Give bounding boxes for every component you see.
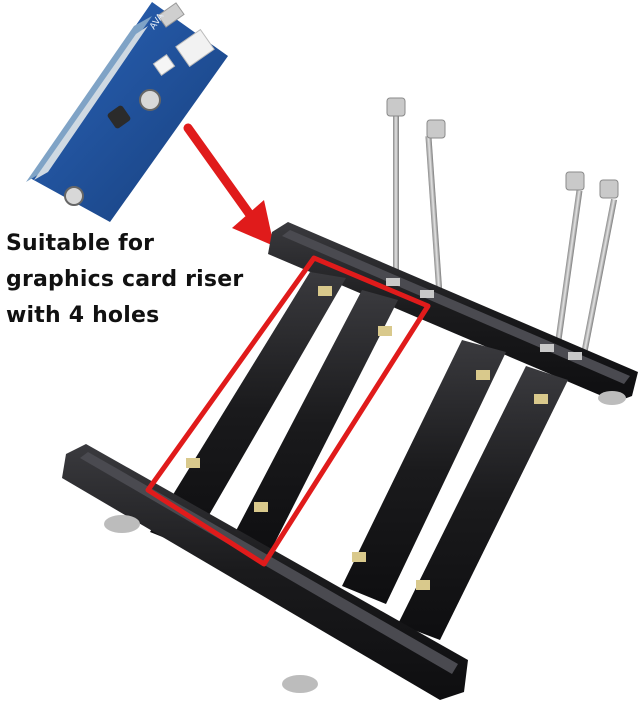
cross-rail (228, 290, 398, 560)
highlight-box (145, 255, 431, 567)
rubber-foot (282, 675, 318, 693)
caption-line: graphics card riser (6, 267, 244, 292)
rod-screw-head (386, 97, 406, 117)
rod-base-nut (568, 352, 582, 360)
usb-port (157, 2, 185, 28)
caption-line: with 4 holes (6, 303, 160, 328)
capacitor-component (64, 186, 84, 206)
rod-base-nut (540, 344, 554, 352)
riser-board: AVA (26, 2, 228, 222)
cross-rail (150, 272, 346, 548)
caption-line: Suitable for (6, 231, 155, 256)
support-rod (393, 112, 399, 284)
mounting-nut (318, 286, 332, 296)
sata-connector (152, 53, 176, 77)
red-arrow (183, 123, 274, 246)
rubber-foot (598, 391, 626, 405)
mounting-nut (352, 552, 366, 562)
capacitor-component (139, 89, 161, 111)
inductor-component (107, 105, 131, 129)
caption-text: Suitable for graphics card riser with 4 … (6, 226, 243, 334)
rod-screw-head (599, 179, 619, 199)
mounting-nut (186, 458, 200, 468)
support-rods (386, 97, 619, 356)
pcie-slot-contacts (34, 26, 148, 180)
rod-base-nut (420, 290, 434, 298)
riser-pcb (30, 2, 228, 222)
rod-base-nut (386, 278, 400, 286)
front-rail (62, 444, 468, 700)
cross-rails (150, 272, 568, 640)
molex-connector (175, 28, 215, 68)
support-rod (555, 190, 583, 340)
rod-screw-head (426, 119, 446, 139)
rod-screw-head (565, 171, 585, 191)
mounting-nut (254, 502, 268, 512)
mounting-nuts (186, 278, 582, 590)
rubber-foot (104, 515, 140, 533)
mounting-nut (476, 370, 490, 380)
mounting-nut (378, 326, 392, 336)
mounting-nut (534, 394, 548, 404)
mounting-nut (416, 580, 430, 590)
support-rod (580, 198, 618, 356)
support-rod (425, 135, 443, 297)
cross-rail (342, 340, 506, 604)
cross-rail (398, 366, 568, 640)
